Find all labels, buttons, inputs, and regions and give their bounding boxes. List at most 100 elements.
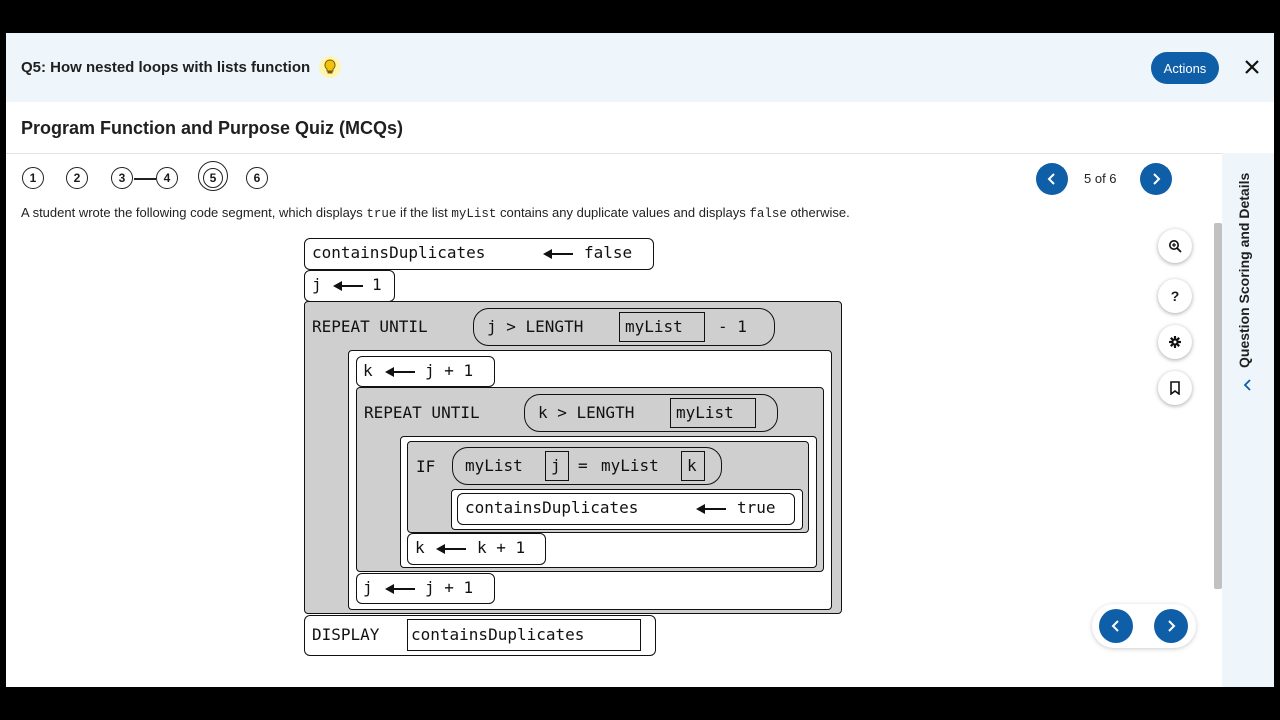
code-text: myList [465,456,523,475]
code-text: k + 1 [477,538,526,557]
chevron-left-icon [1047,173,1055,185]
assign-arrow-icon [436,544,466,554]
code-keyword: DISPLAY [312,625,380,644]
chevron-left-icon [1111,620,1119,632]
step-1[interactable]: 1 [22,167,44,189]
assign-arrow-icon [543,249,573,259]
prompt-text: otherwise. [786,205,850,220]
repeat-body: k j + 1 REPEAT UNTIL k > LENGTH myList [348,350,832,610]
list-box: myList [619,312,705,342]
step-connector [134,178,156,180]
list-box: myList [670,398,756,428]
step-6[interactable]: 6 [246,167,268,189]
code-text: k [687,456,697,475]
question-prompt: A student wrote the following code segme… [21,205,850,221]
if-body: containsDuplicates true [451,489,803,530]
chevron-right-icon [1168,620,1176,632]
code-text: containsDuplicates [312,243,486,262]
code-text: containsDuplicates [411,625,585,644]
code-text: j > LENGTH [487,317,584,336]
lightbulb-icon[interactable] [319,56,341,78]
help-button[interactable]: ? [1158,279,1192,313]
scrollbar[interactable] [1214,223,1222,589]
assign-block: j j + 1 [356,573,495,604]
quiz-title: Program Function and Purpose Quiz (MCQs) [21,118,404,138]
code-keyword: REPEAT UNTIL [312,317,428,336]
code-text: j + 1 [425,578,474,597]
scoring-side-panel[interactable] [1222,153,1274,687]
divider [6,153,1222,154]
assign-block: j 1 [304,270,395,302]
prompt-code: true [366,207,397,221]
condition-pill: k > LENGTH myList [524,394,778,432]
chevron-right-icon [1153,173,1161,185]
side-panel-title[interactable]: Question Scoring and Details [1236,172,1252,368]
question-window: Q5: How nested loops with lists function… [6,33,1274,687]
step-3[interactable]: 3 [111,167,133,189]
code-text: k [363,361,373,380]
bookmark-icon [1170,381,1180,395]
if-block: IF myList j = myList k [407,441,809,533]
code-text: k [415,538,425,557]
code-text: k > LENGTH [538,403,635,422]
next-question-button[interactable] [1140,163,1172,195]
code-text: 1 [372,275,382,294]
code-text: j [551,456,561,475]
code-text: false [584,243,633,262]
index-box: k [681,451,705,481]
previous-button[interactable] [1099,609,1133,643]
zoom-in-button[interactable] [1158,229,1192,263]
question-header: Q5: How nested loops with lists function… [6,33,1274,102]
index-box: j [545,451,569,481]
display-block: DISPLAY containsDuplicates [304,615,656,656]
code-text: j [312,275,322,294]
bookmark-button[interactable] [1158,371,1192,405]
settings-button[interactable] [1158,325,1192,359]
prompt-text: if the list [396,205,452,220]
prompt-code: false [749,207,787,221]
question-title: Q5: How nested loops with lists function [21,59,311,76]
code-keyword: REPEAT UNTIL [364,403,480,422]
current-step-ring [198,161,228,191]
repeat-body: IF myList j = myList k [400,436,817,568]
assign-block: k j + 1 [356,356,495,387]
repeat-block-inner: REPEAT UNTIL k > LENGTH myList IF [356,387,824,572]
zoom-in-icon [1169,240,1182,253]
step-4[interactable]: 4 [156,167,178,189]
display-value-box: containsDuplicates [407,619,641,651]
condition-pill: j > LENGTH myList - 1 [473,308,775,346]
chevron-left-icon[interactable] [1243,378,1253,396]
assign-block: k k + 1 [407,533,546,565]
step-2[interactable]: 2 [66,167,88,189]
code-text: myList [625,317,683,336]
code-text: = [578,456,588,475]
next-button[interactable] [1154,609,1188,643]
code-keyword: IF [416,457,436,476]
code-text: myList [601,456,659,475]
help-icon: ? [1170,288,1180,304]
assign-block: containsDuplicates false [304,238,654,270]
assign-block: containsDuplicates true [457,493,795,525]
code-text: containsDuplicates [465,498,639,517]
code-text: j [363,578,373,597]
actions-button[interactable]: Actions [1151,52,1219,84]
prompt-code: myList [451,207,497,221]
repeat-block-outer: REPEAT UNTIL j > LENGTH myList - 1 k j +… [304,301,842,614]
assign-arrow-icon [696,504,726,514]
code-text: true [737,498,776,517]
code-text: myList [676,403,734,422]
assign-arrow-icon [385,584,415,594]
assign-arrow-icon [385,367,415,377]
gear-icon [1169,336,1181,348]
page-count: 5 of 6 [1084,171,1117,186]
condition-pill: myList j = myList k [452,447,722,485]
close-icon[interactable] [1242,57,1262,77]
prompt-text: A student wrote the following code segme… [21,205,367,220]
prompt-text: contains any duplicate values and displa… [496,205,750,220]
code-text: - 1 [718,317,747,336]
step-5[interactable]: 5 [203,168,223,188]
code-text: j + 1 [425,361,474,380]
bottom-navigation [1092,604,1196,648]
previous-question-button[interactable] [1036,163,1068,195]
assign-arrow-icon [333,281,363,291]
